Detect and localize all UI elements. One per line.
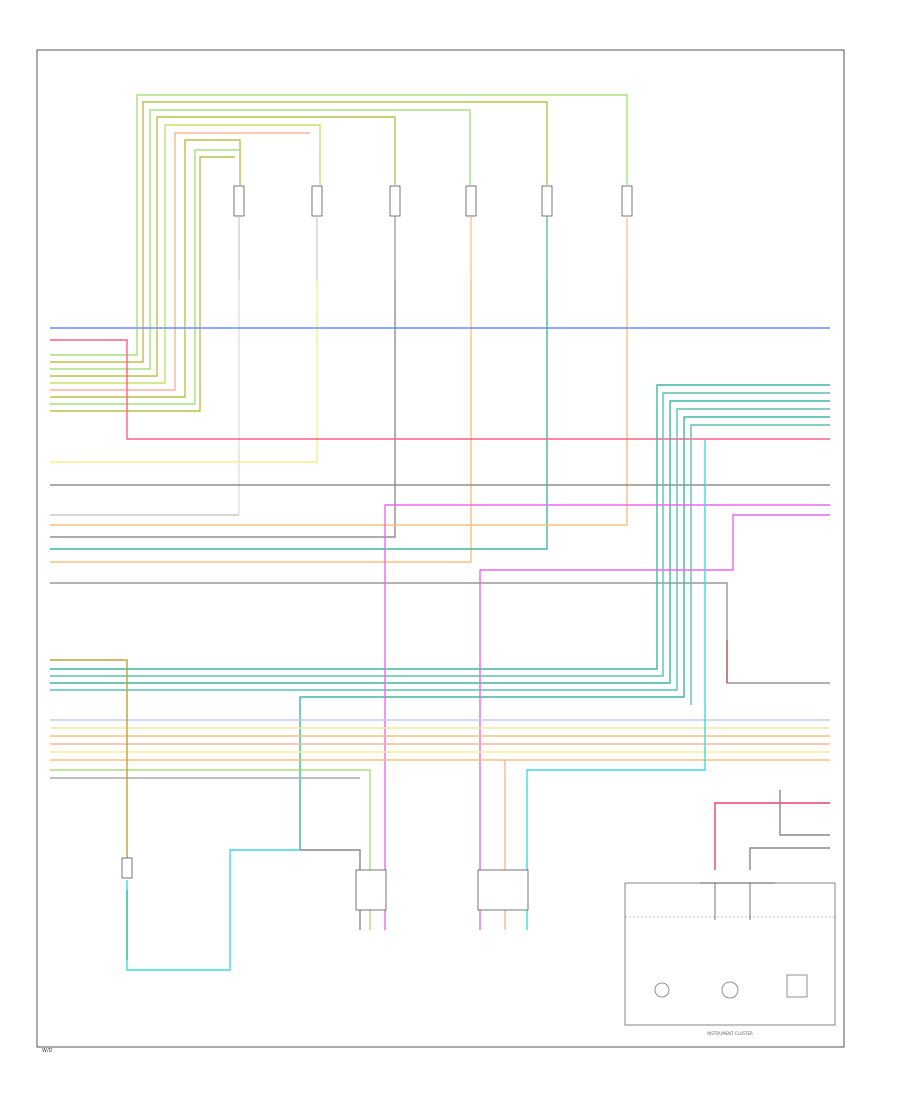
- instrument-cluster-label: INSTRUMENT CLUSTER: [707, 1031, 753, 1036]
- instrument-cluster: INSTRUMENT CLUSTER: [624, 790, 836, 1036]
- left-sensor: [121, 857, 133, 960]
- switch-5: [541, 185, 553, 280]
- instrument-cluster-box: [624, 882, 836, 1026]
- switch-drop-wires: [50, 280, 628, 563]
- magenta-wires: [384, 504, 830, 930]
- connector-blocks: [355, 869, 529, 911]
- switch-3: [389, 185, 401, 280]
- switch-1: [233, 185, 245, 280]
- cyan-loop: [126, 440, 706, 971]
- diagram-frame: [36, 49, 845, 1048]
- main-bus: [50, 327, 830, 684]
- cluster-gauge-1: [654, 982, 670, 998]
- switch-2: [311, 185, 323, 280]
- cluster-gauge-3: [786, 974, 808, 998]
- footer-label: W/D: [42, 1048, 53, 1054]
- lower-bus: [50, 659, 830, 930]
- switch-group: [233, 185, 633, 280]
- cluster-gauge-2: [721, 981, 739, 999]
- switch-6: [621, 185, 633, 280]
- switch-4: [465, 185, 477, 280]
- top-harness-bundle: [50, 94, 628, 412]
- right-teal-bundle: [50, 384, 830, 850]
